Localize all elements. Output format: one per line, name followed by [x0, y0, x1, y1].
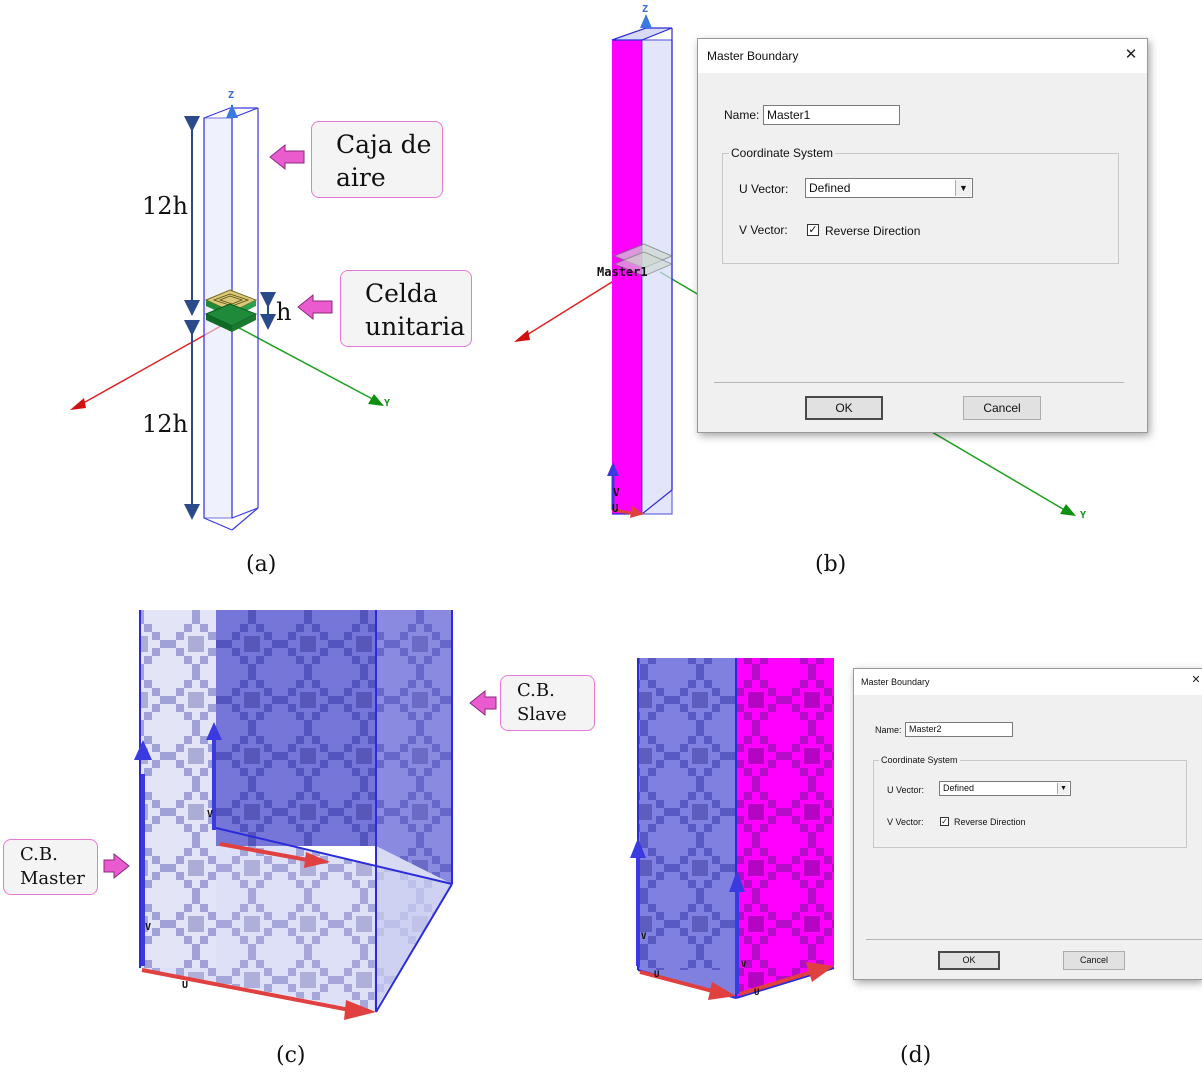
chevron-down-icon[interactable]: ▼ — [1057, 783, 1069, 794]
master-face-label: Master1 — [597, 265, 648, 279]
u-vector-label: U — [612, 502, 619, 515]
name-label: Name: — [724, 108, 760, 122]
u-vector-label: U Vector: — [887, 785, 925, 795]
callout-cell-line2: unitaria — [365, 312, 465, 341]
coordinate-system-legend: Coordinate System — [879, 755, 960, 765]
name-label: Name: — [875, 725, 902, 735]
u-vector-value: Defined — [809, 181, 851, 195]
caption-c: (c) — [276, 1043, 306, 1068]
callout-master-line2: Master — [20, 868, 85, 889]
dialog-separator — [714, 382, 1124, 383]
u-vector-label: U — [654, 970, 660, 980]
dialog-title: Master Boundary — [861, 677, 930, 687]
callout-slave-line1: C.B. — [517, 680, 555, 701]
v-vector-label: V — [613, 486, 620, 499]
callout-master-line1: C.B. — [20, 844, 58, 865]
u-vector-value: Defined — [943, 783, 975, 793]
v-vector-label: V — [741, 960, 747, 970]
callout-cell-line1: Celda — [365, 279, 438, 308]
y-axis-label: Y — [1080, 510, 1087, 521]
dialog-title: Master Boundary — [707, 49, 799, 63]
v-vector-label: V Vector: — [887, 817, 924, 827]
coordinate-system-group: Coordinate System U Vector: Defined ▼ V … — [873, 755, 1187, 848]
z-axis-label: Z — [228, 90, 235, 101]
callout-air-box: Caja de aire — [311, 121, 443, 198]
reverse-direction-label: Reverse Direction — [954, 817, 1026, 827]
panel-d-scene — [630, 658, 835, 1000]
caption-b: (b) — [815, 552, 847, 577]
name-input[interactable]: Master1 — [763, 105, 900, 125]
callout-cell-box: Celda unitaria — [340, 270, 472, 347]
master-boundary-dialog: Master Boundary ✕ Name: Master2 Coordina… — [853, 668, 1202, 980]
coordinate-system-legend: Coordinate System — [729, 146, 836, 160]
u-vector-label: U Vector: — [739, 182, 789, 196]
name-input[interactable]: Master2 — [905, 722, 1013, 737]
callout-air-line1: Caja de — [336, 130, 432, 159]
v-vector-label: V — [207, 809, 214, 820]
z-axis-label: Z — [642, 4, 649, 15]
u-vector-select[interactable]: Defined ▼ — [805, 178, 973, 198]
dimension-cell-label: h — [276, 298, 292, 326]
u-vector-label: U — [754, 988, 760, 998]
callout-slave-box: C.B. Slave — [500, 675, 595, 731]
v-vector-label: V — [145, 922, 152, 933]
dimension-bottom-label: 12h — [142, 410, 188, 438]
master-boundary-dialog: Master Boundary ✕ Name: Master1 Coordina… — [697, 38, 1148, 433]
dimension-top-label: 12h — [142, 192, 188, 220]
u-vector-select[interactable]: Defined ▼ — [939, 781, 1071, 796]
dialog-separator — [866, 939, 1202, 940]
cancel-button[interactable]: Cancel — [963, 396, 1041, 420]
close-icon[interactable]: ✕ — [1191, 674, 1201, 686]
coordinate-system-group: Coordinate System U Vector: Defined ▼ V … — [722, 146, 1119, 264]
reverse-direction-label: Reverse Direction — [825, 224, 921, 238]
reverse-direction-checkbox[interactable]: ✓ — [807, 224, 819, 236]
dialog-titlebar: Master Boundary ✕ — [698, 39, 1147, 73]
dialog-titlebar: Master Boundary ✕ — [854, 669, 1202, 695]
y-axis-label: Y — [384, 398, 391, 409]
v-vector-label: V — [641, 932, 647, 942]
reverse-direction-checkbox[interactable]: ✓ — [940, 817, 949, 826]
caption-a: (a) — [246, 552, 277, 577]
callout-slave-line2: Slave — [517, 704, 567, 725]
chevron-down-icon[interactable]: ▼ — [955, 180, 971, 196]
panel-c-scene — [103, 610, 497, 1020]
callout-air-line2: aire — [336, 163, 386, 192]
cancel-button[interactable]: Cancel — [1063, 951, 1125, 970]
caption-d: (d) — [900, 1043, 932, 1068]
v-vector-label: V Vector: — [739, 223, 788, 237]
callout-master-box: C.B. Master — [3, 839, 98, 895]
u-vector-label: U — [182, 980, 189, 991]
close-icon[interactable]: ✕ — [1124, 46, 1138, 63]
ok-button[interactable]: OK — [938, 951, 1000, 970]
ok-button[interactable]: OK — [805, 396, 883, 420]
panel-a-scene — [70, 104, 384, 531]
